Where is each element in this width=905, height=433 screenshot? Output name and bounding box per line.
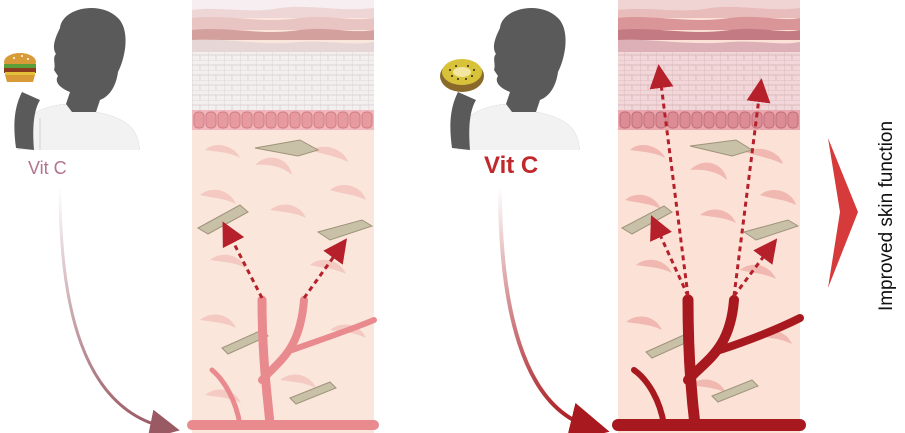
vit-c-label-high: Vit C (484, 152, 539, 179)
person-right (450, 7, 580, 151)
kiwi-icon (440, 59, 484, 92)
fibroblast (620, 205, 673, 235)
fibroblast (289, 381, 337, 405)
diffusion-arrow (650, 215, 690, 297)
fibroblast (196, 204, 249, 235)
fibroblast (742, 219, 800, 241)
diffusion-arrow (302, 238, 348, 299)
outcome-label: Improved skin function (876, 120, 897, 312)
vit-c-label-low: Vit C (28, 158, 67, 178)
diffusion-arrow (222, 221, 264, 299)
fibroblast (711, 379, 759, 403)
fibroblast (254, 139, 320, 157)
fibroblast (221, 329, 269, 355)
fibroblast (316, 219, 374, 241)
blood-vessel-high (612, 294, 806, 431)
diffusion-arrow (649, 64, 690, 297)
person-left (14, 7, 140, 151)
supply-arrow-low (58, 187, 180, 433)
skin-panel-high (612, 0, 806, 433)
diffusion-arrow (732, 78, 771, 297)
burger-icon (4, 53, 36, 82)
supply-arrow-high (498, 187, 610, 433)
blood-vessel-low (187, 295, 379, 430)
diffusion-arrow (732, 238, 778, 297)
skin-panel-low (187, 0, 379, 433)
chevron-right-icon (828, 138, 858, 288)
